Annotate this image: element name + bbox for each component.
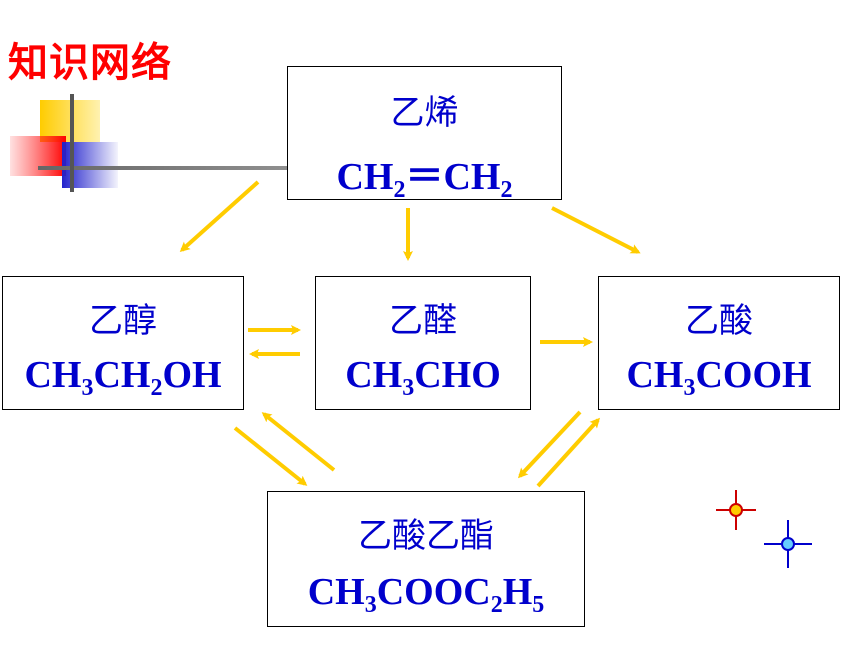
acetic-acid-name: 乙酸 (685, 301, 753, 341)
ethylene-name: 乙烯 (390, 93, 459, 133)
acetaldehyde-formula: CH3CHO (345, 354, 501, 401)
ethyl-acetate-name: 乙酸乙酯 (358, 516, 494, 556)
node-acetaldehyde: 乙醛 CH3CHO (315, 276, 531, 410)
ethyl-acetate-formula: CH3COOC2H5 (307, 571, 545, 618)
page-title: 知识网络 (8, 40, 172, 86)
ethylene-formula: CH2＝CH2 (336, 156, 513, 203)
node-acetic-acid: 乙酸 CH3COOH (598, 276, 840, 410)
ethanol-formula: CH3CH2OH (24, 354, 222, 401)
acetaldehyde-name: 乙醛 (389, 301, 457, 341)
node-ethyl-acetate: 乙酸乙酯 CH3COOC2H5 (267, 491, 585, 627)
ethanol-name: 乙醇 (89, 301, 157, 341)
node-ethanol: 乙醇 CH3CH2OH (2, 276, 244, 410)
acetic-acid-formula: CH3COOH (626, 354, 812, 401)
node-ethylene: 乙烯 CH2＝CH2 (287, 66, 562, 203)
